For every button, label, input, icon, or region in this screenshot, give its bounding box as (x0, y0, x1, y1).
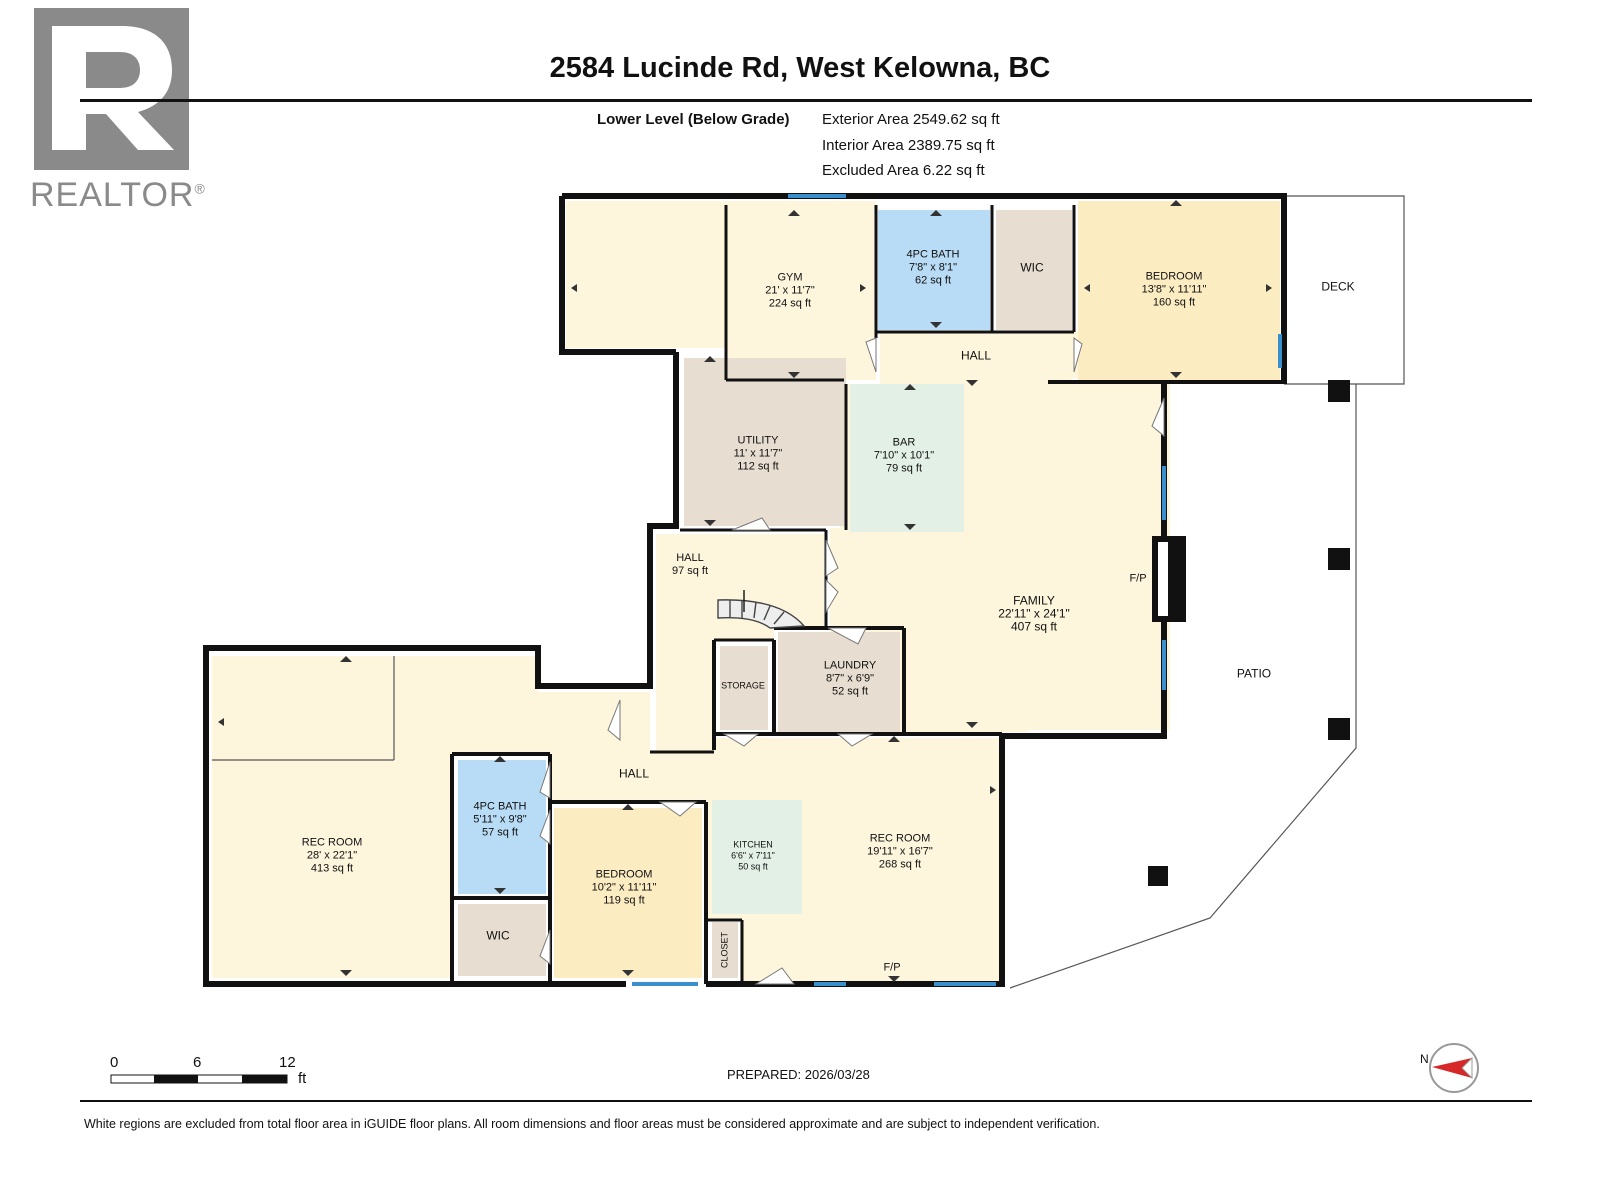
footer-rule (80, 1100, 1532, 1102)
page-title: 2584 Lucinde Rd, West Kelowna, BC (549, 52, 1051, 84)
bedroom-lower-fill (554, 808, 702, 978)
scale-unit: ft (298, 1070, 307, 1087)
laundry-fill (778, 632, 900, 732)
wic-lower-fill (458, 904, 546, 976)
door-swings (539, 337, 1165, 985)
bar-fill (850, 384, 964, 532)
windows (632, 194, 1282, 986)
utility-fill (684, 358, 846, 526)
rec-left-fill (212, 656, 650, 978)
kitchen-fill (712, 800, 802, 914)
room-hall-lower: HALL (618, 766, 650, 781)
exterior-area: Exterior Area 2549.62 sq ft (822, 111, 1000, 128)
room-storage: STORAGE (721, 680, 765, 691)
room-deck: DECK (1321, 279, 1355, 294)
bath-lower-fill (458, 760, 546, 894)
dimension-markers (218, 200, 1272, 982)
patio-posts (1148, 380, 1350, 886)
footer-disclaimer: White regions are excluded from total fl… (84, 1117, 1100, 1131)
room-hall-upper: HALL (960, 348, 992, 363)
bath-upper-fill (878, 210, 990, 330)
hall-mid-fill (656, 534, 824, 752)
scale-tick-0: 0 (110, 1054, 119, 1071)
wall-west (203, 352, 679, 987)
gym-fill (566, 201, 876, 380)
fireplace-icon (1152, 536, 1186, 622)
header-rule (80, 99, 1532, 102)
stairs-icon (717, 590, 806, 629)
realtor-wordmark: REALTOR® (30, 176, 206, 214)
room-wic-upper: WIC (1020, 260, 1044, 275)
compass-icon (1429, 1043, 1479, 1093)
room-patio: PATIO (1236, 666, 1272, 681)
patio-outline (1009, 384, 1357, 989)
prepared-date: PREPARED: 2026/03/28 (727, 1067, 870, 1082)
scale-bar-graphic (110, 1074, 288, 1084)
realtor-r-logo-icon (34, 8, 189, 170)
closet-fill (712, 922, 738, 978)
wall-gym-left (559, 196, 676, 355)
level-label: Lower Level (Below Grade) (597, 111, 790, 128)
compass-north-label: N (1420, 1052, 1429, 1066)
wic-upper-fill (996, 210, 1072, 330)
fireplace-label-family: F/P (1129, 572, 1147, 585)
room-fills (212, 201, 1280, 982)
storage-fill (720, 646, 768, 730)
scale-tick-12: 12 (279, 1054, 296, 1071)
room-closet: CLOSET (719, 931, 730, 969)
scale-tick-6: 6 (193, 1054, 202, 1071)
excluded-area: Excluded Area 6.22 sq ft (822, 162, 985, 179)
realtor-logo: REALTOR® (30, 8, 205, 214)
bedroom-upper-fill (1078, 201, 1280, 380)
fireplace-label-rec: F/P (883, 961, 901, 974)
interior-area: Interior Area 2389.75 sq ft (822, 137, 995, 154)
room-wic-lower: WIC (486, 928, 510, 943)
